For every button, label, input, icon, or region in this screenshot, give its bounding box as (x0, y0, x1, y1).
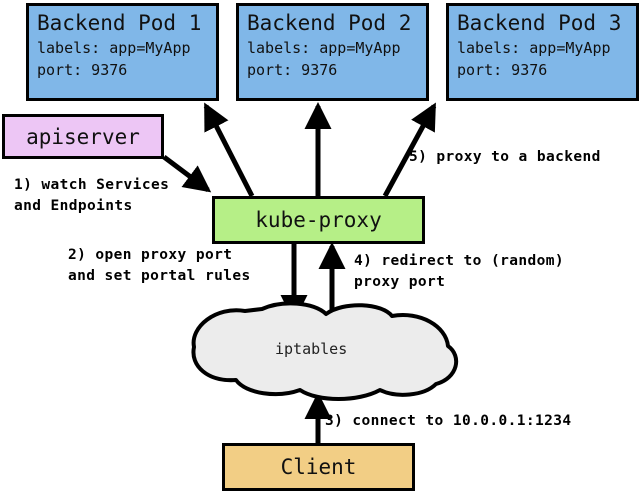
kube-proxy-label: kube-proxy (255, 208, 382, 232)
backend-pod-1-title: Backend Pod 1 (37, 11, 202, 35)
client-box[interactable]: Client (222, 443, 415, 491)
apiserver-label: apiserver (26, 124, 140, 149)
step-4-line-2: proxy port (354, 274, 446, 290)
backend-pod-1-labels: labels: app=MyApp (37, 39, 191, 57)
arrow-kubeproxy-to-pod1 (203, 102, 255, 198)
backend-pod-3-port: port: 9376 (457, 61, 548, 79)
client-label: Client (280, 455, 357, 479)
backend-pod-3-title: Backend Pod 3 (457, 11, 622, 35)
step-5-line-1: 5) proxy to a backend (409, 149, 601, 165)
backend-pod-3-box[interactable]: Backend Pod 3 labels: app=MyApp port: 93… (446, 3, 639, 101)
step-2-line-1: 2) open proxy port (68, 247, 233, 263)
backend-pod-2-box[interactable]: Backend Pod 2 labels: app=MyApp port: 93… (236, 3, 429, 101)
kube-proxy-box[interactable]: kube-proxy (212, 196, 425, 244)
step-4-line-1: 4) redirect to (random) (354, 253, 564, 269)
backend-pod-1-box[interactable]: Backend Pod 1 labels: app=MyApp port: 93… (26, 3, 219, 101)
step-3-line-1: 3) connect to 10.0.0.1:1234 (325, 413, 572, 429)
arrow-kubeproxy-to-pod3 (382, 102, 437, 198)
backend-pod-1-port: port: 9376 (37, 61, 128, 79)
backend-pod-2-port: port: 9376 (247, 61, 338, 79)
arrow-apiserver-to-kubeproxy (162, 155, 212, 193)
iptables-label: iptables (275, 340, 348, 358)
apiserver-box[interactable]: apiserver (2, 114, 164, 159)
step-1-line-2: and Endpoints (14, 198, 133, 214)
backend-pod-2-labels: labels: app=MyApp (247, 39, 401, 57)
step-2-line-2: and set portal rules (68, 268, 251, 284)
iptables-cloud (191, 301, 459, 401)
backend-pod-3-labels: labels: app=MyApp (457, 39, 611, 57)
backend-pod-2-title: Backend Pod 2 (247, 11, 412, 35)
step-1-line-1: 1) watch Services (14, 177, 170, 193)
